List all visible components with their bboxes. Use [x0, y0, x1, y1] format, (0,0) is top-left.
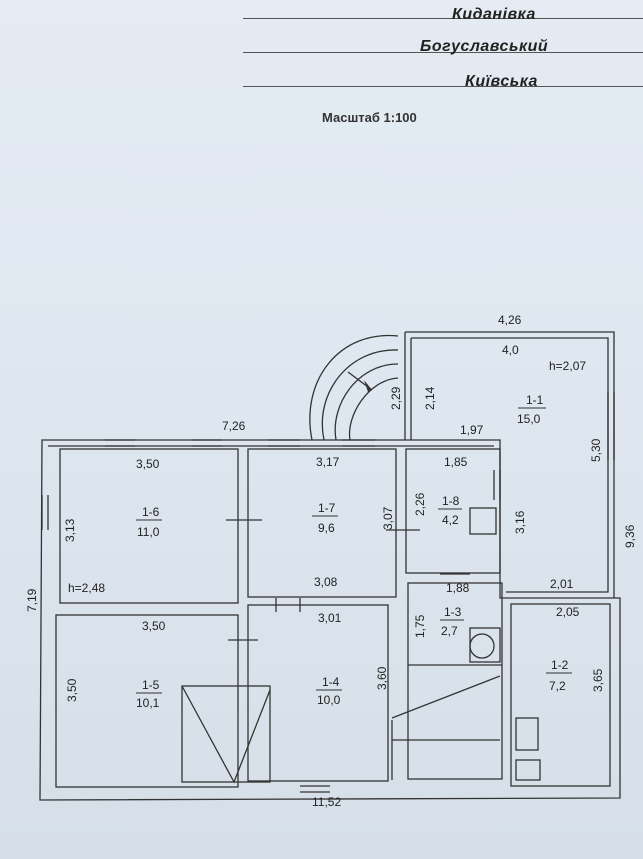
dim-porch-1: 2,29: [389, 386, 403, 410]
annex-wall: [405, 331, 615, 598]
dim-r18-top-inner: 1,85: [444, 455, 468, 469]
room-1-5-outline: [55, 614, 239, 788]
room-1-8-id: 1-8: [442, 494, 460, 508]
dim-r16-h: h=2,48: [68, 581, 105, 595]
room-1-5-id: 1-5: [142, 678, 160, 692]
dim-r16-width: 3,50: [136, 457, 160, 471]
dim-r15-width: 3,50: [142, 619, 166, 633]
dim-r15-height: 3,50: [65, 678, 79, 702]
room-1-6-outline: [59, 448, 239, 604]
room-1-2-outline: [510, 603, 611, 787]
dim-r16-height: 3,13: [63, 518, 77, 542]
room-1-3-id: 1-3: [444, 605, 462, 619]
dim-r13-height: 1,75: [413, 614, 427, 638]
room-1-2-id: 1-2: [551, 658, 569, 672]
dim-r11-bottom-b: 2,05: [556, 605, 580, 619]
room-1-6-area: 11,0: [137, 525, 160, 539]
dim-right-total: 9,36: [623, 524, 637, 548]
room-1-4-outline: [247, 604, 389, 782]
room-1-3-outline: [407, 582, 503, 780]
header-line-region: [243, 86, 643, 87]
district-name: Богуславський: [420, 38, 549, 55]
room-1-1-id: 1-1: [526, 393, 544, 407]
dim-bottom-total: 11,52: [312, 795, 341, 809]
outer-wall: [39, 439, 621, 801]
region-name: Київська: [465, 73, 538, 90]
room-1-4-area: 10,0: [317, 693, 341, 707]
room-1-8-area: 4,2: [442, 513, 459, 527]
scale-label: Масштаб 1:100: [322, 110, 417, 125]
header-line-village: [243, 18, 643, 19]
dim-r18-left: 2,26: [413, 492, 427, 516]
dim-r17-top: 3,17: [316, 455, 340, 469]
dim-r18-top-outer: 1,97: [460, 423, 484, 437]
dim-left-total: 7,19: [25, 588, 39, 612]
dim-r17-height: 3,07: [381, 506, 395, 530]
dim-r11-bottom-a: 2,01: [550, 577, 574, 591]
dim-porch-2: 2,14: [423, 386, 437, 410]
room-1-2-area: 7,2: [549, 679, 566, 693]
room-1-8-outline: [405, 448, 501, 574]
village-name: Киданівка: [452, 6, 536, 23]
room-1-4-id: 1-4: [322, 675, 340, 689]
dim-annex-inner: 4,0: [502, 343, 519, 357]
room-1-7-id: 1-7: [318, 501, 336, 515]
dim-top-total: 7,26: [222, 419, 246, 433]
dim-r14-height: 3,60: [375, 666, 389, 690]
room-1-6-id: 1-6: [142, 505, 160, 519]
dim-r12-height: 3,65: [591, 668, 605, 692]
dim-r18-bottom: 1,88: [446, 581, 470, 595]
room-1-3-area: 2,7: [441, 624, 458, 638]
dim-annex-h: h=2,07: [549, 359, 586, 373]
room-1-7-area: 9,6: [318, 521, 335, 535]
dim-r17-bottom: 3,08: [314, 575, 338, 589]
room-1-1-area: 15,0: [517, 412, 541, 426]
dim-annex-outer: 4,26: [498, 313, 522, 327]
dim-annex-height: 5,30: [589, 438, 603, 462]
room-1-5-area: 10,1: [136, 696, 160, 710]
dim-r14-width: 3,01: [318, 611, 342, 625]
header-line-district: [243, 52, 643, 53]
room-1-7-outline: [247, 448, 397, 598]
dim-r18-right: 3,16: [513, 510, 527, 534]
